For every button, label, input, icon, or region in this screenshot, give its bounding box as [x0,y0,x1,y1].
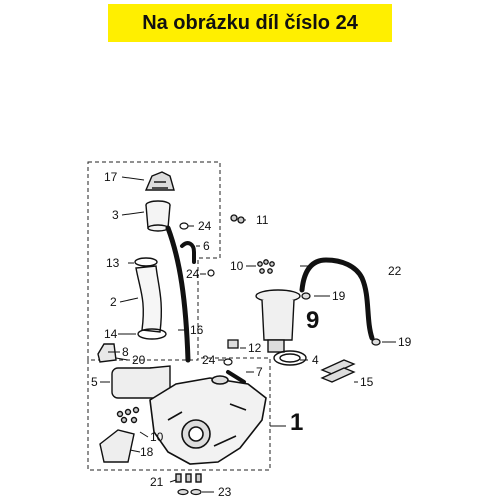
clip-small-b [223,358,233,366]
part-label-23: 23 [218,485,232,499]
part-label-10-left: 10 [150,430,164,444]
title-banner: Na obrázku díl číslo 24 [108,4,392,42]
part-label-21: 21 [150,475,164,489]
part-label-24-lower: 24 [202,353,216,367]
part-label-8: 8 [122,345,129,359]
leader-lines [100,176,396,493]
part-label-19-right: 19 [398,335,412,349]
washers-bottom [177,488,202,496]
gasket-part [273,350,307,366]
part-label-3: 3 [112,208,119,222]
part-label-5: 5 [91,375,98,389]
canister-part [111,365,171,399]
part-label-14: 14 [104,327,118,341]
clip-19 [301,292,381,346]
hose-clamp-upper [134,257,158,267]
filler-hose-part [135,265,163,333]
short-hose-part [226,370,246,384]
part-label-9: 9 [306,307,319,334]
screw-part [230,214,245,224]
bolts-left [116,406,140,424]
filler-cap-part [144,171,175,191]
part-label-16: 16 [190,323,204,337]
part-label-24-mid: 24 [186,267,200,281]
part-label-10-right: 10 [230,259,244,273]
part-label-18: 18 [140,445,154,459]
bracket-part [97,343,117,363]
mount-bracket-part [99,429,135,463]
part-label-2: 2 [110,295,117,309]
group-box-tank [87,357,271,471]
part-label-4: 4 [312,353,319,367]
part-label-20: 20 [132,353,146,367]
part-label-6: 6 [203,239,210,253]
part-label-24-top: 24 [198,219,212,233]
pads-part [320,359,356,383]
page-title: Na obrázku díl číslo 24 [142,11,358,34]
hose-clamp-lower [137,328,167,340]
part-label-22: 22 [388,264,402,278]
part-label-17: 17 [104,170,118,184]
part-label-12: 12 [248,341,262,355]
part-label-15: 15 [360,375,374,389]
bolts-bottom [175,473,202,483]
part-label-13: 13 [106,256,120,270]
fuel-tank-part [149,375,267,465]
connector-part [227,339,239,349]
fuel-pump-part [255,289,301,353]
part-label-1: 1 [290,409,303,436]
part-label-19-top: 19 [332,289,346,303]
part-label-11: 11 [256,213,269,227]
part-labels: 17 3 13 2 14 16 24 6 24 8 20 5 10 18 21 … [91,170,412,499]
bolts-right [257,259,275,274]
vent-hose-part [165,225,191,363]
small-hose-part [180,241,196,264]
long-hose-part [299,257,375,341]
part-label-7: 7 [256,365,263,379]
